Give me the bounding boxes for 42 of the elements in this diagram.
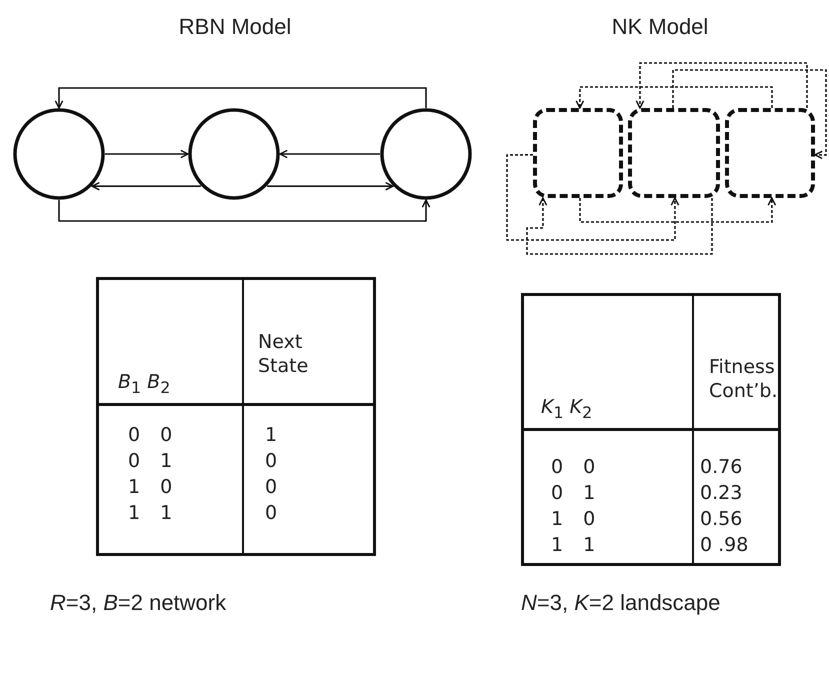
arrow <box>267 182 394 191</box>
arrow <box>279 150 380 158</box>
column-header: B$_{1}$ B$_{2}$ <box>118 370 170 399</box>
column-header: Next State <box>258 330 310 378</box>
arrow <box>672 69 827 160</box>
table-cell: 0 0 <box>551 455 596 479</box>
heading: RBN Model <box>178 14 292 40</box>
circle-node <box>188 108 280 200</box>
heading: NK Model <box>612 14 708 40</box>
column-header: Fitness Cont’b. <box>709 355 779 403</box>
dashed-box <box>628 108 720 198</box>
table-cell: 1 0 <box>551 507 596 531</box>
arrow <box>58 199 430 222</box>
caption: R=3, B=2 network <box>50 590 226 616</box>
table-cell: 1 0 <box>128 475 172 499</box>
arrow <box>105 150 189 158</box>
table-cell: 0.76 <box>700 455 742 479</box>
table-cell: 0 <box>265 501 278 525</box>
arrow <box>54 87 427 109</box>
table-cell: 1 1 <box>551 533 596 557</box>
arrow <box>576 86 773 109</box>
arrow <box>636 62 808 109</box>
table-cell: 0.23 <box>700 481 742 505</box>
table-cell: 0 1 <box>551 481 596 505</box>
table-cell: 0 0 <box>128 423 172 447</box>
arrow <box>526 197 713 255</box>
circle-node <box>13 108 105 200</box>
table-cell: 0 .98 <box>700 533 748 557</box>
column-header: K$_{1}$ K$_{2}$ <box>541 395 592 424</box>
table-cell: 1 <box>265 423 278 447</box>
arrow <box>506 154 680 241</box>
table-cell: 1 1 <box>128 501 172 525</box>
dashed-box <box>533 108 623 198</box>
table-cell: 0.56 <box>700 507 742 531</box>
dashed-box <box>725 108 815 198</box>
circle-node <box>380 108 472 200</box>
arrow <box>579 197 776 223</box>
table-cell: 0 <box>265 449 278 473</box>
table-cell: 0 <box>265 475 278 499</box>
arrow <box>91 182 201 191</box>
table-cell: 0 1 <box>128 449 172 473</box>
caption: N=3, K=2 landscape <box>521 590 720 616</box>
